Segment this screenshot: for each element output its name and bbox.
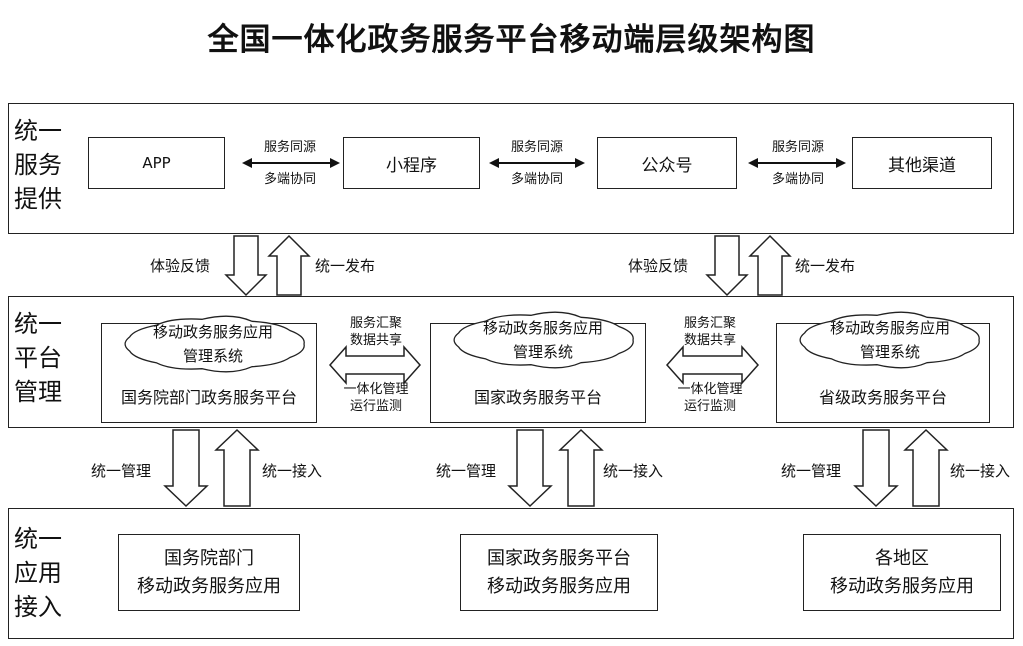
- cloud-2-line2: 管理系统: [512, 343, 573, 361]
- app-national-line1: 国家政务服务平台: [487, 547, 631, 569]
- lower-flow-1-up-label: 统一接入: [262, 462, 323, 480]
- channel-official-account: 公众号: [597, 137, 737, 189]
- upper-feedback-arrow-left: [224, 235, 268, 297]
- cloud-2-text: 移动政务服务应用 管理系统: [463, 316, 623, 364]
- upper-flow-right-up-label: 统一发布: [795, 257, 856, 275]
- service-link-3-top: 服务同源: [771, 140, 824, 155]
- cloud-1-text: 移动政务服务应用 管理系统: [133, 320, 293, 368]
- platform-link-2-l4: 运行监测: [683, 399, 736, 414]
- platform-layer: [8, 296, 1014, 428]
- service-link-1-arrow-right-head: [330, 158, 340, 168]
- service-link-1-top: 服务同源: [263, 140, 316, 155]
- lower-flow-3-up-label: 统一接入: [950, 462, 1011, 480]
- service-link-3-arrow-left-head: [748, 158, 758, 168]
- app-state-council-line2: 移动政务服务应用: [137, 575, 281, 597]
- platform-link-2-l3: 一体化管理: [677, 382, 743, 397]
- app-national: 国家政务服务平台 移动政务服务应用: [460, 534, 658, 611]
- lower-flow-2-up-label: 统一接入: [603, 462, 664, 480]
- cloud-1-shape: [124, 315, 305, 373]
- app-state-council-line1: 国务院部门: [164, 547, 254, 569]
- platform-link-1-l4: 运行监测: [349, 399, 402, 414]
- cloud-2-shape: [453, 311, 634, 369]
- app-regional: 各地区 移动政务服务应用: [803, 534, 1001, 611]
- lower-manage-arrow-2: [507, 429, 553, 508]
- cloud-3-line1: 移动政务服务应用: [829, 319, 950, 337]
- upper-publish-arrow-left: [267, 234, 311, 296]
- service-link-1-arrow-left-head: [242, 158, 252, 168]
- platform-national-name: 国家政务服务平台: [473, 388, 602, 407]
- lower-manage-arrow-3: [853, 429, 899, 508]
- platform-link-1-l1: 服务汇聚: [349, 316, 402, 331]
- lower-access-arrow-3: [903, 428, 949, 507]
- lower-manage-arrow-1: [163, 429, 209, 508]
- service-link-2-bottom: 多端协同: [510, 172, 563, 187]
- cloud-3-line2: 管理系统: [859, 343, 920, 361]
- service-layer: [8, 103, 1014, 234]
- service-link-2-arrow-left-head: [489, 158, 499, 168]
- lower-access-arrow-2: [558, 428, 604, 507]
- lower-flow-2-down-label: 统一管理: [436, 462, 497, 480]
- service-link-3-bottom: 多端协同: [771, 172, 824, 187]
- lower-flow-1-down-label: 统一管理: [91, 462, 152, 480]
- platform-link-1-arrow: [328, 345, 422, 385]
- service-link-2-arrow-right-head: [575, 158, 585, 168]
- access-layer-label: 统一应用接入: [14, 525, 62, 621]
- upper-feedback-arrow-right: [705, 235, 749, 297]
- app-national-line2: 移动政务服务应用: [487, 575, 631, 597]
- platform-state-council-name: 国务院部门政务服务平台: [120, 388, 297, 407]
- access-layer: [8, 508, 1014, 639]
- lower-flow-3-down-label: 统一管理: [781, 462, 842, 480]
- app-regional-line2: 移动政务服务应用: [830, 575, 974, 597]
- diagram-title: 全国一体化政务服务平台移动端层级架构图: [207, 22, 816, 58]
- lower-access-arrow-1: [214, 428, 260, 507]
- channel-other: 其他渠道: [852, 137, 992, 189]
- service-layer-label: 统一服务提供: [14, 117, 62, 213]
- channel-app: APP: [88, 137, 225, 189]
- channel-miniprogram: 小程序: [343, 137, 480, 189]
- cloud-3-shape: [799, 311, 980, 369]
- platform-link-1-l2: 数据共享: [349, 333, 402, 348]
- cloud-1-line1: 移动政务服务应用: [152, 323, 273, 341]
- upper-flow-right-down-label: 体验反馈: [628, 257, 689, 275]
- app-regional-line1: 各地区: [875, 547, 929, 569]
- upper-publish-arrow-right: [748, 234, 792, 296]
- service-link-2-top: 服务同源: [510, 140, 563, 155]
- platform-link-2-l1: 服务汇聚: [683, 316, 736, 331]
- service-link-1-bottom: 多端协同: [263, 172, 316, 187]
- cloud-1-line2: 管理系统: [182, 347, 243, 365]
- platform-link-2-arrow: [665, 345, 760, 385]
- upper-flow-left-down-label: 体验反馈: [150, 257, 211, 275]
- app-state-council: 国务院部门 移动政务服务应用: [118, 534, 300, 611]
- platform-link-1-l3: 一体化管理: [343, 382, 409, 397]
- platform-link-2-l2: 数据共享: [683, 333, 736, 348]
- cloud-3-text: 移动政务服务应用 管理系统: [810, 316, 970, 364]
- service-link-3-arrow-right-head: [836, 158, 846, 168]
- platform-provincial-name: 省级政务服务平台: [818, 388, 947, 407]
- upper-flow-left-up-label: 统一发布: [315, 257, 376, 275]
- cloud-2-line1: 移动政务服务应用: [482, 319, 603, 337]
- platform-layer-label: 统一平台管理: [14, 310, 62, 406]
